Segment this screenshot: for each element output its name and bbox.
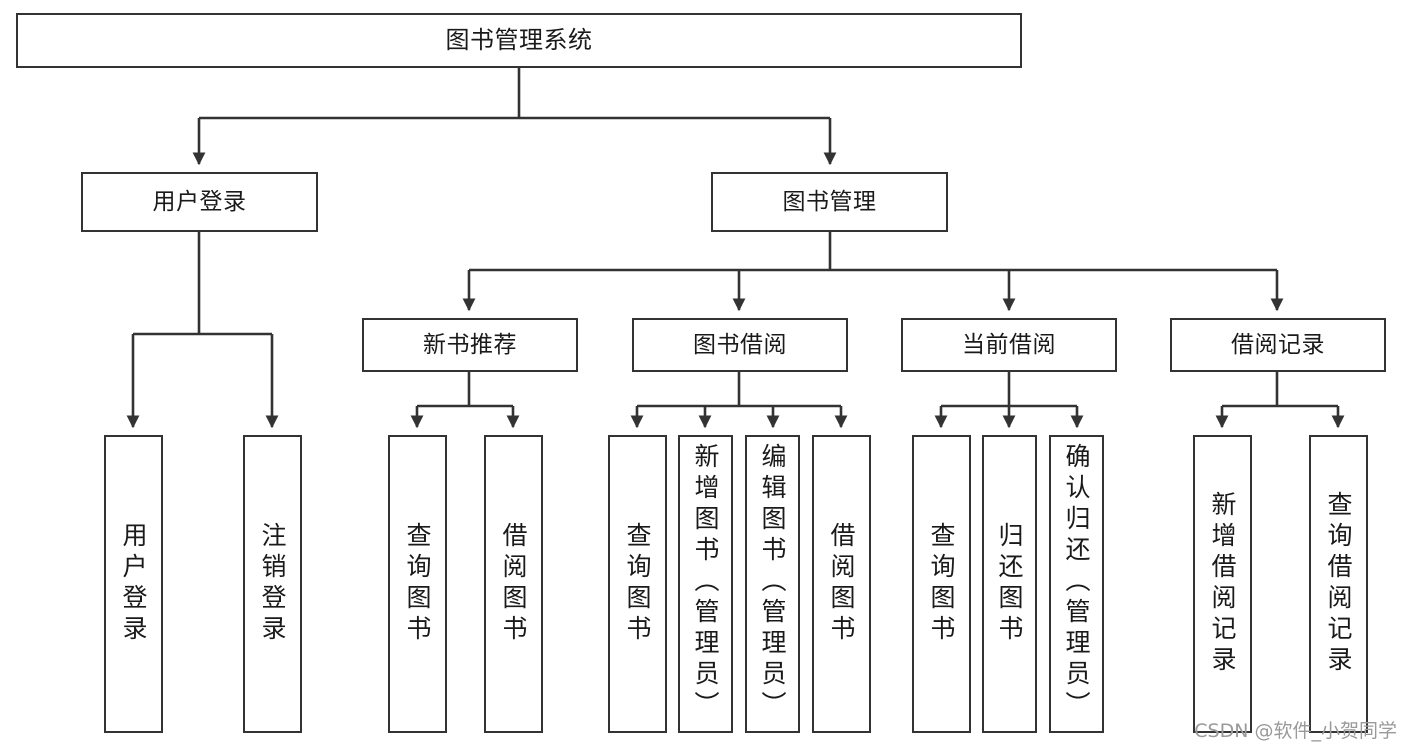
leaf-edit-book[interactable]: 编辑图书（管理员） <box>745 435 800 733</box>
node-book-manage[interactable]: 图书管理 <box>711 172 948 232</box>
node-label: 图书管理 <box>782 188 877 215</box>
node-label: 注销登录 <box>258 522 287 646</box>
leaf-query-record[interactable]: 查询借阅记录 <box>1309 435 1368 733</box>
node-label: 借阅图书 <box>499 522 528 646</box>
node-current-borrow[interactable]: 当前借阅 <box>901 318 1117 372</box>
node-label: 新增借阅记录 <box>1208 491 1237 677</box>
node-user-login[interactable]: 用户登录 <box>81 172 318 232</box>
leaf-query-book-1[interactable]: 查询图书 <box>388 435 447 733</box>
node-root-system[interactable]: 图书管理系统 <box>16 13 1022 68</box>
node-label: 确认归还（管理员） <box>1062 443 1091 722</box>
node-label: 编辑图书（管理员） <box>758 443 787 722</box>
node-label: 当前借阅 <box>962 331 1056 358</box>
leaf-confirm-return[interactable]: 确认归还（管理员） <box>1049 435 1104 733</box>
leaf-query-book-2[interactable]: 查询图书 <box>608 435 667 733</box>
leaf-add-book[interactable]: 新增图书（管理员） <box>678 435 733 733</box>
node-label: 新书推荐 <box>423 331 517 358</box>
node-label: 借阅记录 <box>1231 331 1325 358</box>
leaf-borrow-book-1[interactable]: 借阅图书 <box>484 435 543 733</box>
csdn-watermark: CSDN @软件_小贺同学 <box>1194 720 1397 742</box>
node-label: 新增图书（管理员） <box>691 443 720 722</box>
node-label: 归还图书 <box>995 522 1024 646</box>
node-label: 借阅图书 <box>827 522 856 646</box>
leaf-logout[interactable]: 注销登录 <box>243 435 302 733</box>
node-label: 用户登录 <box>152 188 247 215</box>
node-label: 查询借阅记录 <box>1324 491 1353 677</box>
leaf-return-book[interactable]: 归还图书 <box>982 435 1037 733</box>
node-label: 查询图书 <box>403 522 432 646</box>
node-book-borrow[interactable]: 图书借阅 <box>632 318 848 372</box>
leaf-query-book-3[interactable]: 查询图书 <box>912 435 971 733</box>
node-label: 查询图书 <box>927 522 956 646</box>
leaf-add-record[interactable]: 新增借阅记录 <box>1193 435 1252 733</box>
node-borrow-record[interactable]: 借阅记录 <box>1170 318 1386 372</box>
node-label: 图书管理系统 <box>445 25 593 54</box>
node-label: 图书借阅 <box>693 331 787 358</box>
node-label: 查询图书 <box>623 522 652 646</box>
node-label: 用户登录 <box>119 522 148 646</box>
node-new-book-recommend[interactable]: 新书推荐 <box>362 318 578 372</box>
leaf-borrow-book-2[interactable]: 借阅图书 <box>812 435 871 733</box>
leaf-user-login[interactable]: 用户登录 <box>104 435 163 733</box>
